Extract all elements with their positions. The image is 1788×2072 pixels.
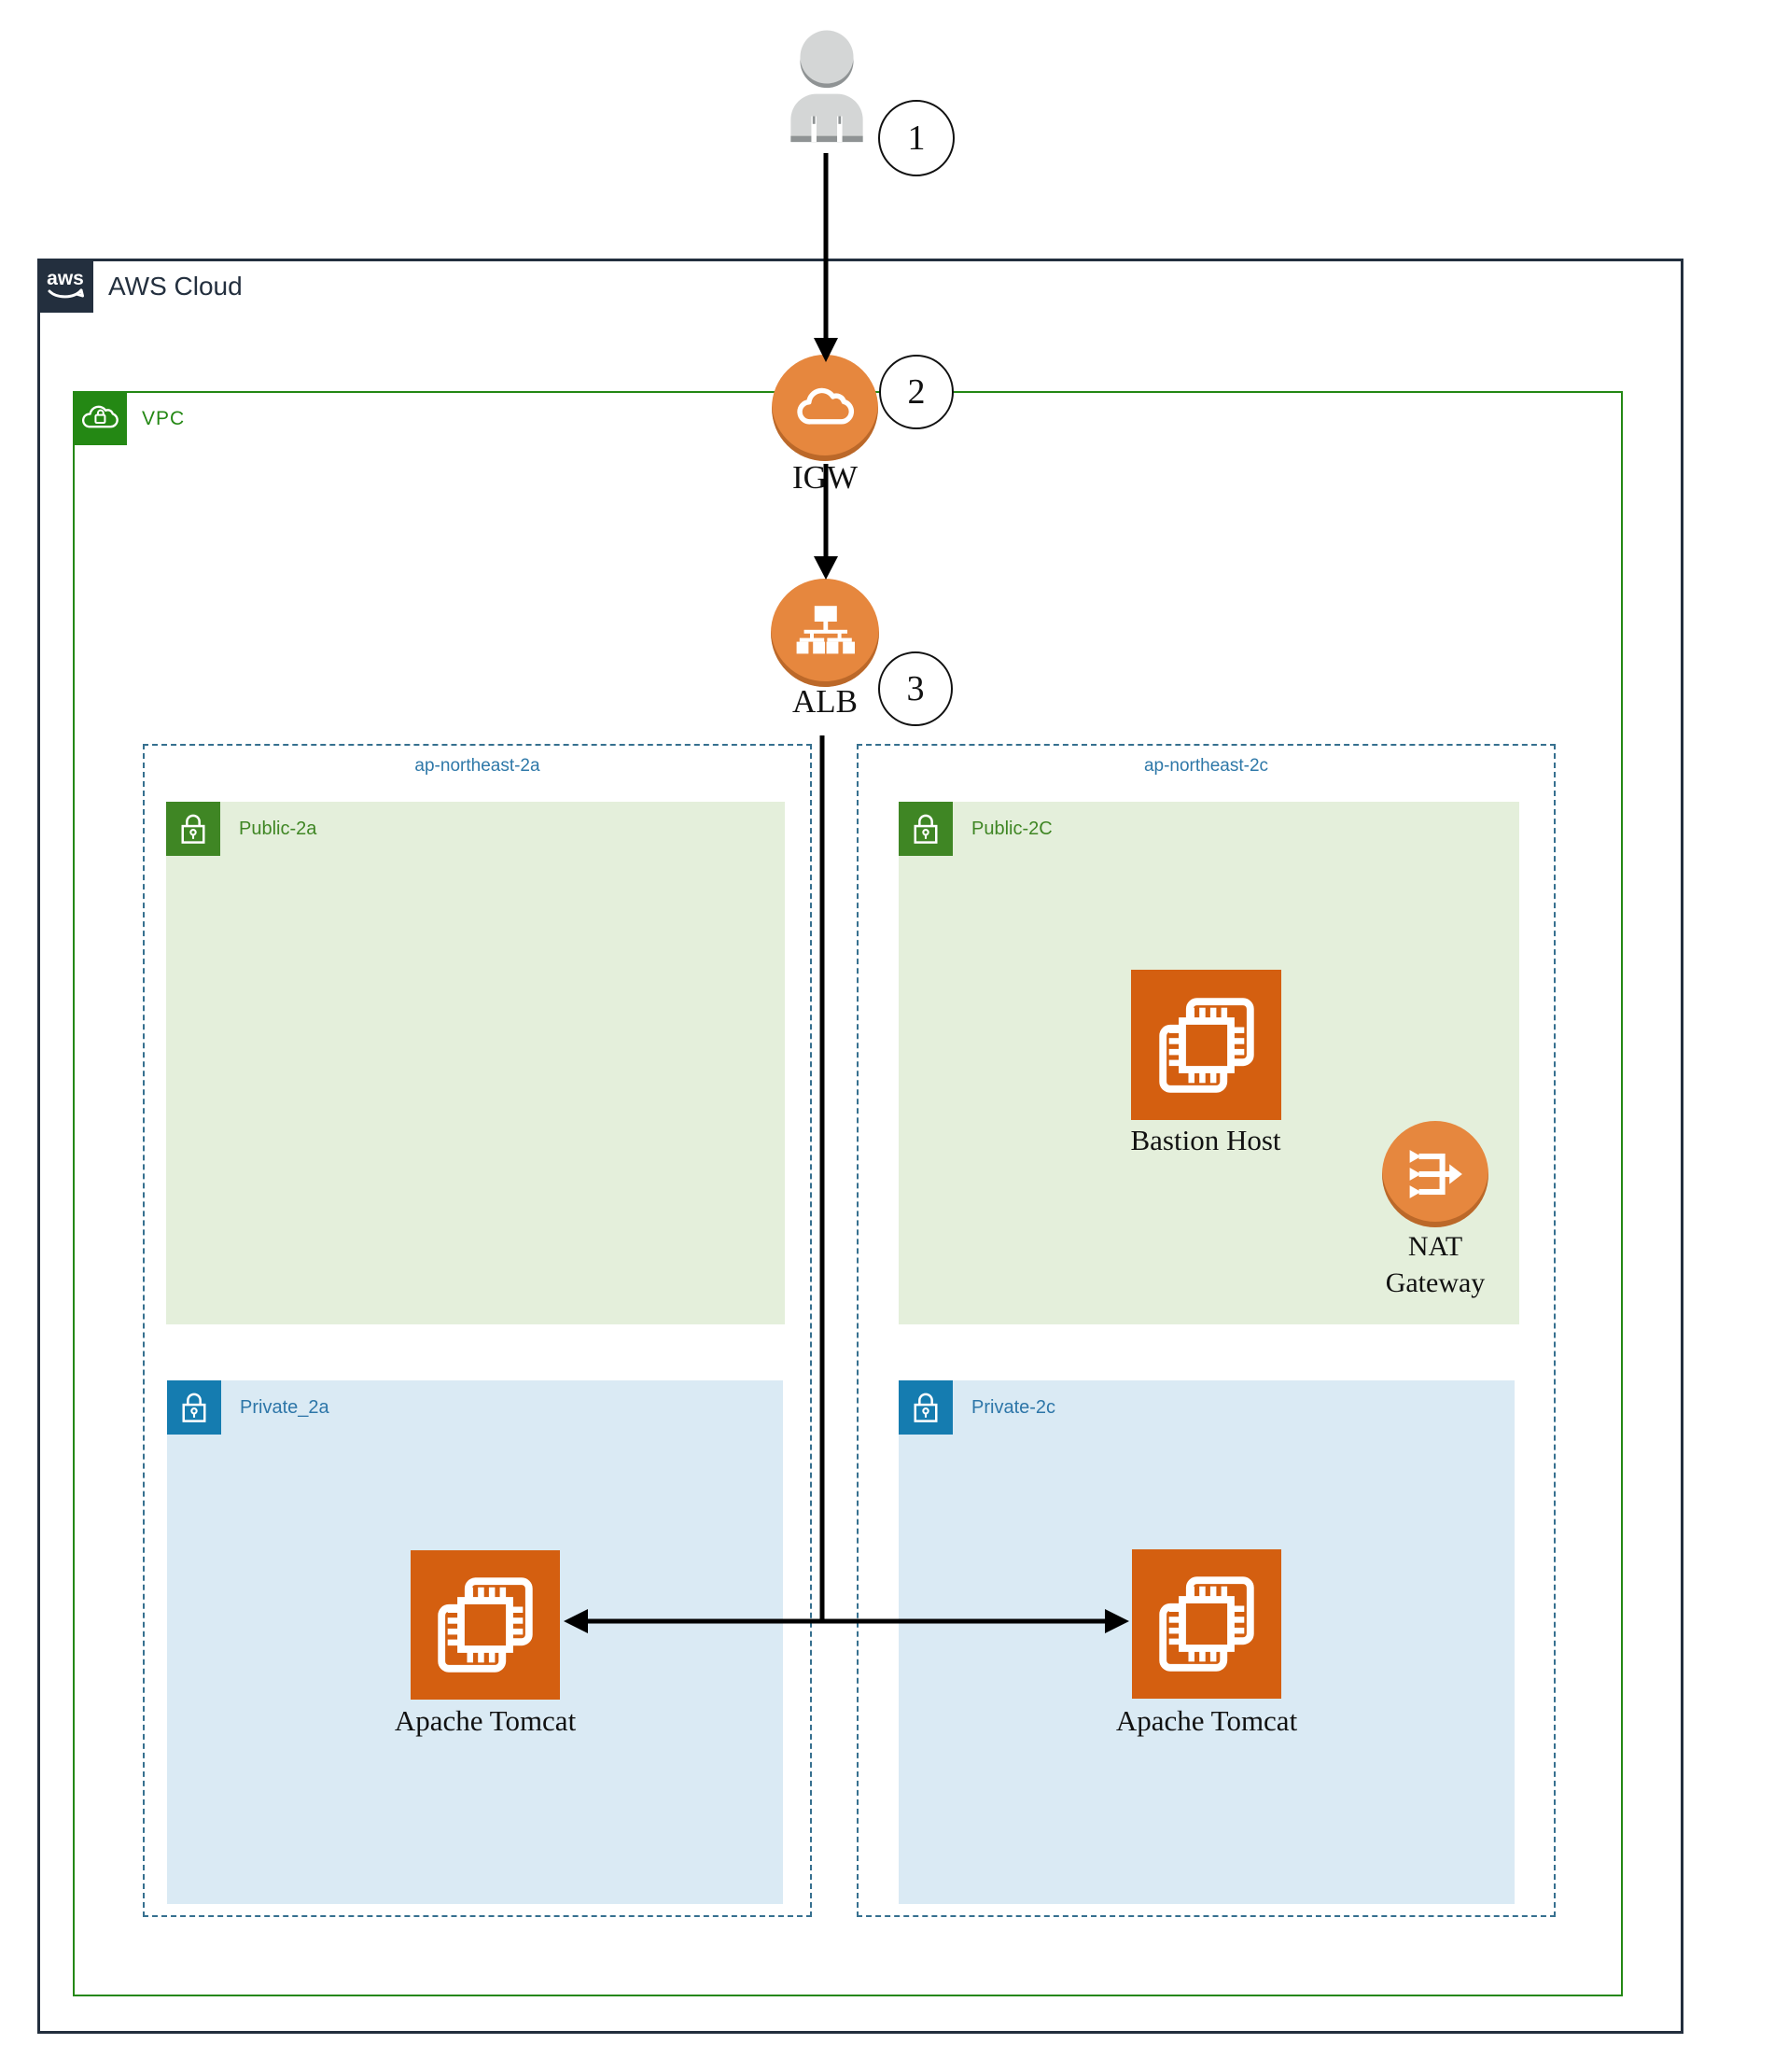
nat-label-line2: Gateway <box>1385 1267 1486 1298</box>
az-a-label: ap-northeast-2a <box>414 756 540 776</box>
private-subnet-2a-lock-icon <box>167 1380 221 1435</box>
internet-gateway-icon <box>772 355 878 461</box>
private-subnet-2c-lock-icon <box>899 1380 953 1435</box>
vpc-icon <box>73 391 127 445</box>
step-1-number: 1 <box>907 119 926 158</box>
step-badge-3: 3 <box>878 651 953 726</box>
bastion-host-ec2-icon <box>1131 970 1281 1120</box>
step-badge-1: 1 <box>878 100 955 176</box>
step-3-number: 3 <box>906 669 925 708</box>
alb-label: ALB <box>792 683 858 720</box>
apache-tomcat-a-label: Apache Tomcat <box>394 1704 577 1737</box>
availability-zone-a <box>143 744 812 1917</box>
aws-cloud-title: AWS Cloud <box>108 272 243 301</box>
aws-smile-icon: aws <box>47 268 84 299</box>
aws-cloud-group <box>37 259 1683 2034</box>
igw-label: IGW <box>792 459 858 496</box>
alb-icon <box>771 579 879 687</box>
nat-gateway-icon <box>1382 1121 1488 1227</box>
private-subnet-2c-label: Private-2c <box>971 1396 1056 1418</box>
nat-gateway-label: NAT Gateway <box>1386 1228 1486 1301</box>
nat-label-line1: NAT <box>1407 1231 1463 1262</box>
apache-tomcat-a-ec2-icon <box>411 1550 560 1700</box>
public-subnet-2a-lock-icon <box>166 802 220 856</box>
apache-tomcat-c-label: Apache Tomcat <box>1115 1704 1298 1737</box>
private-subnet-2a-label: Private_2a <box>240 1396 329 1418</box>
public-subnet-2c-label: Public-2C <box>971 818 1053 839</box>
public-subnet-2a <box>166 802 785 1324</box>
step-2-number: 2 <box>907 372 926 412</box>
aws-logo-icon: aws <box>37 259 93 313</box>
availability-zone-c <box>857 744 1556 1917</box>
az-c-label: ap-northeast-2c <box>1143 756 1269 776</box>
public-subnet-2c-lock-icon <box>899 802 953 856</box>
apache-tomcat-c-ec2-icon <box>1132 1549 1281 1699</box>
svg-text:aws: aws <box>47 268 84 289</box>
step-badge-2: 2 <box>879 355 954 429</box>
user-icon <box>784 24 870 155</box>
bastion-host-label: Bastion Host <box>1130 1124 1281 1156</box>
public-subnet-2a-label: Public-2a <box>239 818 317 839</box>
vpc-label: VPC <box>142 408 186 429</box>
